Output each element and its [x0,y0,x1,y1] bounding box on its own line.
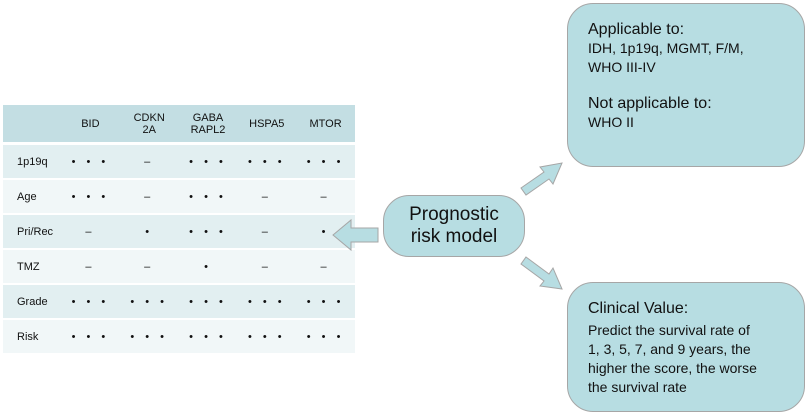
prognostic-risk-model-box: Prognostic risk model [383,195,525,257]
table-row-label: Grade [3,284,61,320]
table-cell: • • • [178,143,238,180]
table-cell: • • • [237,319,297,355]
center-box-line-1: Prognostic [409,204,499,225]
table-cell: • [119,214,179,250]
table-row-label: Pri/Rec [3,214,61,250]
table-cell: • • • [61,284,120,320]
table-header-corner [3,105,61,145]
table-row: Grade• • •• • •• • •• • •• • • [3,284,355,320]
clinical-line-4: the survival rate [588,379,687,395]
arrow-down-right-to-clinical-box [520,256,563,290]
arrow-left-to-table [332,218,379,252]
applicable-line-2: WHO III-IV [588,59,656,75]
table-column-header: HSPA5 [237,105,297,145]
table-column-header: MTOR [296,105,355,145]
table-cell: – [119,143,179,180]
table-cell: – [61,214,120,250]
table-cell: – [237,249,297,285]
table-row: Age• • •–• • •–– [3,179,355,215]
table-row: Risk• • •• • •• • •• • •• • • [3,319,355,355]
table-cell: • • • [237,143,297,180]
clinical-heading: Clinical Value: [588,300,689,317]
table-row: Pri/Rec–•• • •–• [3,214,355,250]
table-cell: – [119,249,179,285]
not-applicable-heading: Not applicable to: [588,95,712,112]
clinical-line-3: higher the score, the worse [588,360,757,376]
table-cell: • • • [296,284,355,320]
table-cell: – [296,179,355,215]
table-row-label: TMZ [3,249,61,285]
applicable-box: Applicable to: IDH, 1p19q, MGMT, F/M, WH… [567,3,805,167]
not-applicable-line-1: WHO II [588,114,634,130]
table-column-header: CDKN 2A [119,105,179,145]
table-cell: • • • [61,319,120,355]
center-box-line-2: risk model [410,226,498,247]
table-cell: – [61,249,120,285]
table-cell: – [119,179,179,215]
table-cell: • • • [61,179,120,215]
clinical-value-box: Clinical Value: Predict the survival rat… [567,282,805,412]
table-row: 1p19q• • •–• • •• • •• • • [3,143,355,180]
table-cell: • • • [178,179,238,215]
table-cell: • • • [61,143,120,180]
table-cell: • [178,249,238,285]
table-cell: • • • [178,284,238,320]
table-cell: – [237,214,297,250]
applicable-line-1: IDH, 1p19q, MGMT, F/M, [588,40,744,56]
applicable-heading: Applicable to: [588,21,685,38]
table-cell: – [237,179,297,215]
table-cell: • • • [119,319,179,355]
clinical-line-2: 1, 3, 5, 7, and 9 years, the [588,341,751,357]
table-cell: – [296,249,355,285]
table-cell: • • • [178,214,238,250]
table-cell: • • • [296,143,355,180]
table-row-label: 1p19q [3,143,61,180]
table-cell: • • • [237,284,297,320]
clinical-line-1: Predict the survival rate of [588,322,750,338]
arrow-up-right-to-applicable-box [520,162,563,196]
table-cell: • • • [178,319,238,355]
table-column-header: BID [61,105,120,145]
table-column-header: GABA RAPL2 [178,105,238,145]
table-row-label: Age [3,179,61,215]
table-cell: • • • [296,319,355,355]
table-body: 1p19q• • •–• • •• • •• • •Age• • •–• • •… [3,143,355,355]
table-row: TMZ––•–– [3,249,355,285]
table-row-label: Risk [3,319,61,355]
table-cell: • • • [119,284,179,320]
